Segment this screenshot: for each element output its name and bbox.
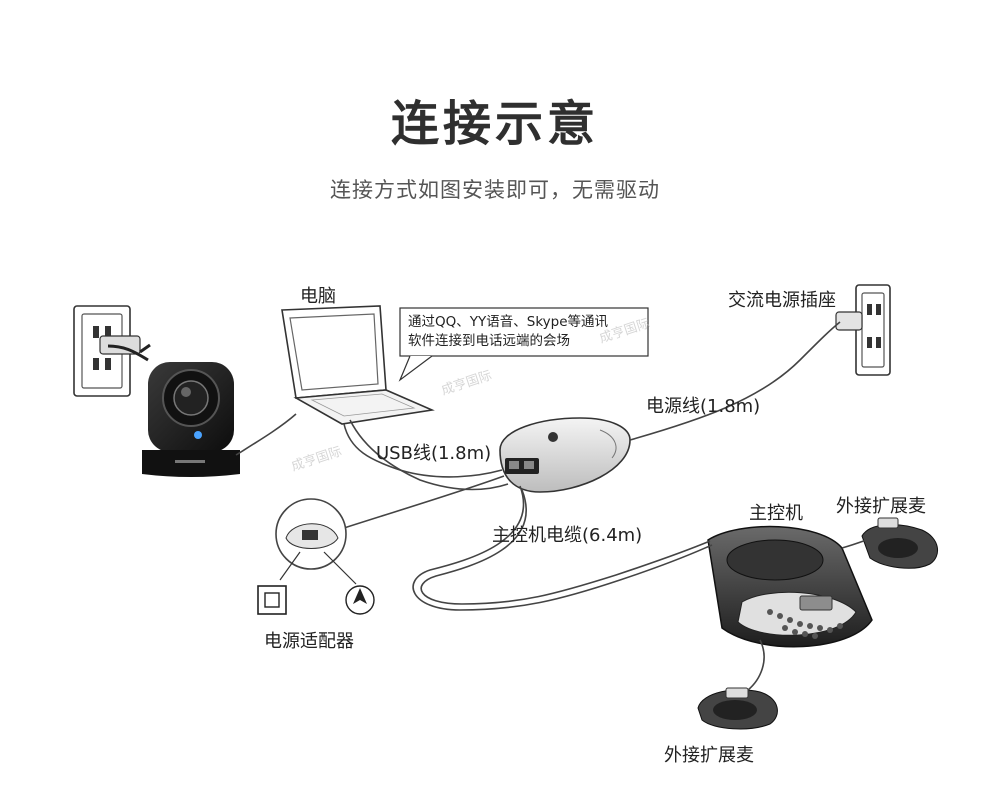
cable-camera-laptop — [235, 413, 297, 456]
control-hub — [499, 417, 631, 493]
wall-outlet-right — [835, 284, 891, 376]
callout-box — [399, 307, 649, 357]
cable-power — [629, 321, 841, 441]
label-power-cable: 电源线(1.8m) — [646, 396, 761, 417]
label-power-adapter: 电源适配器 — [264, 631, 354, 652]
page-title: 连接示意 — [390, 96, 599, 152]
callout-text: 通过QQ、YY语音、Skype等通讯 软件连接到电话远端的会场 — [402, 311, 646, 353]
conference-phone — [707, 525, 873, 648]
callout-pointer — [398, 355, 433, 382]
ptz-camera — [107, 343, 240, 477]
power-adapter-inset — [257, 498, 375, 615]
callout-line-2: 软件连接到电话远端的会场 — [408, 333, 570, 349]
label-ext-mic-bottom: 外接扩展麦 — [664, 745, 754, 766]
cable-host — [412, 485, 713, 611]
laptop — [281, 305, 435, 425]
extension-mic-bottom — [697, 687, 778, 730]
cables — [235, 321, 873, 691]
page-subtitle: 连接方式如图安装即可，无需驱动 — [330, 178, 660, 202]
callout-line-1: 通过QQ、YY语音、Skype等通讯 — [408, 314, 609, 330]
label-computer: 电脑 — [300, 286, 336, 307]
wall-outlet-left — [73, 305, 141, 397]
label-ext-mic-right: 外接扩展麦 — [836, 496, 926, 517]
label-usb-cable: USB线(1.8m) — [376, 443, 492, 464]
extension-mic-right — [861, 517, 938, 569]
label-ac-outlet: 交流电源插座 — [728, 290, 836, 311]
cable-adapter — [343, 475, 505, 529]
label-host-cable: 主控机电缆(6.4m) — [492, 525, 643, 546]
label-host: 主控机 — [749, 503, 803, 524]
